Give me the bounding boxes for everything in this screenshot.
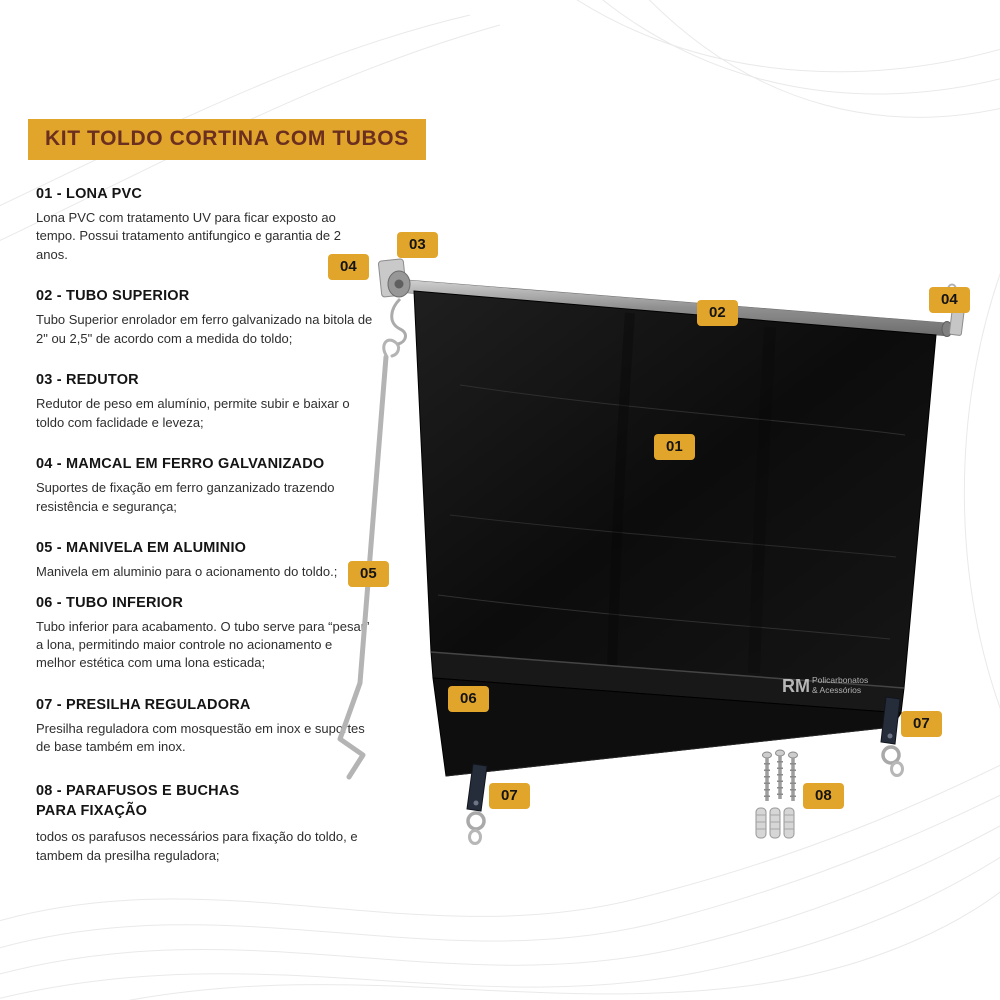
callout-badge-07-presilha-right: 07 xyxy=(901,711,942,737)
callout-badge-02-tubo-superior: 02 xyxy=(697,300,738,326)
page-title: KIT TOLDO CORTINA COM TUBOS xyxy=(45,127,409,150)
part-description: Lona PVC com tratamento UV para ficar ex… xyxy=(36,210,341,262)
right-clip xyxy=(880,696,904,777)
brand-line1: Policarbonatos xyxy=(812,675,868,685)
part-description: Tubo inferior para acabamento. O tubo se… xyxy=(36,618,370,671)
part-heading: 01 - LONA PVC xyxy=(36,186,142,202)
title-banner: KIT TOLDO CORTINA COM TUBOS xyxy=(28,119,426,160)
reducer-and-left-bracket xyxy=(377,258,411,346)
part-01-lona-pvc: 01 - LONA PVC Lona PVC com tratamento UV… xyxy=(36,186,374,264)
part-heading: 05 - MANIVELA EM ALUMINIO xyxy=(36,540,247,557)
part-heading: 08 - PARAFUSOS E BUCHAS PARA FIXAÇÃO xyxy=(36,782,240,820)
crank-rod xyxy=(337,338,401,780)
part-description: Tubo Superior enrolador em ferro galvani… xyxy=(36,312,373,346)
brand-line2: & Acessórios xyxy=(812,685,861,695)
brand-watermark: RM Policarbonatos & Acessórios xyxy=(782,675,868,696)
callout-badge-05-manivela: 05 xyxy=(348,561,389,587)
part-description: Manivela em aluminio para o acionamento … xyxy=(36,564,338,580)
part-05-manivela: 05 - MANIVELA EM ALUMINIO Manivela em al… xyxy=(36,540,374,581)
callout-badge-06-tubo-inferior: 06 xyxy=(448,686,489,712)
part-04-mamcal: 04 - MAMCAL EM FERRO GALVANIZADO Suporte… xyxy=(36,456,374,516)
callout-badge-08-parafusos: 08 xyxy=(803,783,844,809)
part-description: todos os parafusos necessários para fixa… xyxy=(36,829,358,863)
brand-initials: RM xyxy=(782,676,810,696)
pvc-canvas xyxy=(413,290,937,689)
part-description: Presilha reguladora com mosquestão em in… xyxy=(36,720,365,755)
callout-badge-07-presilha-left: 07 xyxy=(489,783,530,809)
parts-list: 01 - LONA PVC Lona PVC com tratamento UV… xyxy=(36,186,374,889)
part-08-parafusos: 08 - PARAFUSOS E BUCHAS PARA FIXAÇÃO tod… xyxy=(36,781,374,866)
part-description: Suportes de fixação em ferro ganzanizado… xyxy=(36,480,335,514)
part-heading: 02 - TUBO SUPERIOR xyxy=(36,288,190,305)
callout-badge-01-lona: 01 xyxy=(654,434,695,460)
part-heading: 06 - TUBO INFERIOR xyxy=(36,594,183,611)
part-07-presilha: 07 - PRESILHA REGULADORA Presilha regula… xyxy=(36,697,374,757)
awning-drawing: RM Policarbonatos & Acessórios xyxy=(337,258,965,845)
part-03-redutor: 03 - REDUTOR Redutor de peso em alumínio… xyxy=(36,372,374,432)
left-clip xyxy=(466,763,488,845)
part-heading: 03 - REDUTOR xyxy=(36,372,139,389)
callout-badge-04-mamcal-left: 04 xyxy=(328,254,369,280)
part-description: Redutor de peso em alumínio, permite sub… xyxy=(36,396,350,430)
callout-badge-04-mamcal-right: 04 xyxy=(929,287,970,313)
part-06-tubo-inferior: 06 - TUBO INFERIOR Tubo inferior para ac… xyxy=(36,595,374,673)
product-illustration: RM Policarbonatos & Acessórios xyxy=(328,215,1000,875)
part-02-tubo-superior: 02 - TUBO SUPERIOR Tubo Superior enrolad… xyxy=(36,288,374,348)
callout-badge-03-redutor: 03 xyxy=(397,232,438,258)
part-heading: 04 - MAMCAL EM FERRO GALVANIZADO xyxy=(36,456,325,473)
screws-and-anchors xyxy=(755,749,798,839)
part-heading: 07 - PRESILHA REGULADORA xyxy=(36,696,251,713)
